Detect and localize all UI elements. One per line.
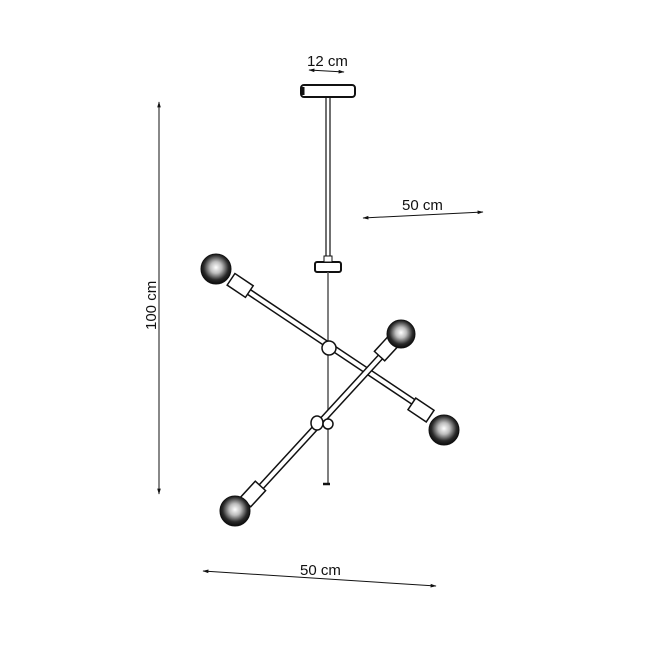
arm-2-joint [310,415,324,431]
bulb-socket-lower-right [406,397,436,423]
bulb-lower-left [219,495,251,527]
width-label: 50 cm [300,562,341,579]
canopy-width-arrow [308,68,345,74]
bulb-upper-right [386,319,416,349]
lamp-arm-1 [200,253,460,446]
depth-arrow [362,210,484,220]
ceiling-canopy [300,84,356,98]
depth-dimension: 50 cm [362,197,484,220]
suspension-rod [314,97,342,486]
height-label: 100 cm [143,281,160,330]
bulb-upper-left [200,253,232,285]
canopy-width-dimension: 12 cm [307,53,348,74]
arm-1-joint [321,340,337,356]
bulb-socket-upper-left [226,272,255,299]
depth-label: 50 cm [402,197,443,214]
width-arrow [202,569,437,588]
arm-2-clamp [322,418,334,430]
lamp-arm-2 [219,319,416,527]
canopy-width-label: 12 cm [307,53,348,70]
width-dimension: 50 cm [202,562,437,588]
height-dimension: 100 cm [143,101,161,495]
bulb-lower-right [428,414,460,446]
